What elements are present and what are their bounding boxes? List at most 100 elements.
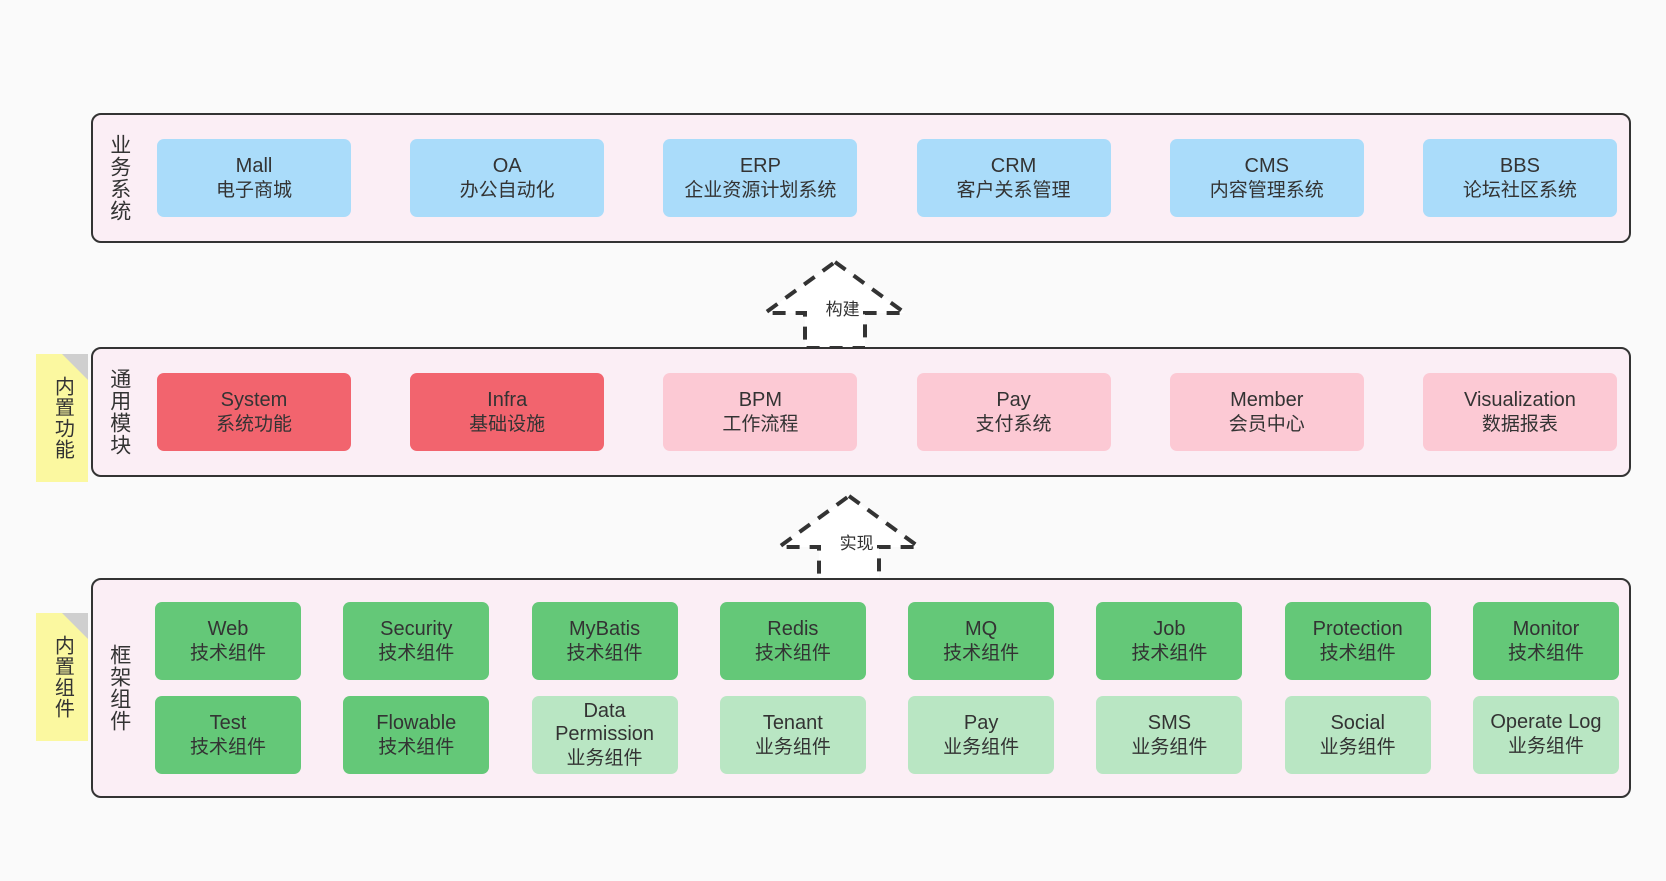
box-subtitle: 系统功能 — [215, 413, 292, 435]
box-subtitle: 技术组件 — [566, 642, 643, 664]
box-subtitle: 业务组件 — [1131, 736, 1208, 758]
box-title: Mall — [235, 154, 273, 177]
box-title: Visualization — [1463, 388, 1576, 411]
box-title: MQ — [965, 617, 998, 640]
box-title: BBS — [1499, 154, 1540, 177]
arrow-implement-label: 实现 — [839, 534, 874, 553]
box-subtitle: 技术组件 — [1131, 642, 1208, 664]
box-subtitle: 技术组件 — [943, 642, 1020, 664]
box-title: Infra — [487, 388, 528, 411]
box-subtitle: 电子商城 — [215, 179, 292, 201]
box-title: Monitor — [1512, 617, 1580, 640]
box-subtitle: 企业资源计划系统 — [684, 179, 837, 201]
arrow-build: 构建 — [758, 258, 912, 350]
box-title: Tenant — [762, 711, 823, 734]
box-subtitle: 论坛社区系统 — [1462, 179, 1577, 201]
box-title: Data Permission — [555, 699, 655, 746]
box-subtitle: 业务组件 — [1319, 736, 1396, 758]
box-subtitle: 内容管理系统 — [1209, 179, 1324, 201]
note-builtin-components: 内置组件 — [36, 613, 88, 741]
box-title: OA — [492, 154, 522, 177]
box-title: Protection — [1312, 617, 1403, 640]
box-subtitle: 技术组件 — [189, 642, 266, 664]
box-subtitle: 技术组件 — [1319, 642, 1396, 664]
box-title: CRM — [990, 154, 1037, 177]
note-fold-corner-icon — [62, 354, 88, 380]
box-title: CMS — [1244, 154, 1289, 177]
box-subtitle: 业务组件 — [754, 736, 831, 758]
box-title: System — [220, 388, 288, 411]
box-title: BPM — [738, 388, 783, 411]
box-title: Job — [1153, 617, 1186, 640]
box-title: MyBatis — [569, 617, 641, 640]
box-subtitle: 技术组件 — [754, 642, 831, 664]
business-systems-layer-title: 业务系统 — [107, 134, 131, 222]
box-subtitle: 基础设施 — [469, 413, 546, 435]
arrow-implement: 实现 — [772, 492, 926, 584]
box-title: Pay — [963, 711, 999, 734]
box-title: Operate Log — [1490, 711, 1602, 734]
box-subtitle: 业务组件 — [943, 736, 1020, 758]
note-builtin-functions: 内置功能 — [36, 354, 88, 482]
box-subtitle: 客户关系管理 — [956, 179, 1071, 201]
box-subtitle: 工作流程 — [722, 413, 799, 435]
box-title: Redis — [767, 617, 819, 640]
box-subtitle: 技术组件 — [378, 736, 455, 758]
box-title: ERP — [739, 154, 781, 177]
box-title: Member — [1230, 388, 1304, 411]
box-subtitle: 业务组件 — [1507, 735, 1584, 757]
box-subtitle: 数据报表 — [1481, 413, 1558, 435]
box-title: Social — [1330, 711, 1385, 734]
note-builtin-components-label: 内置组件 — [51, 635, 74, 719]
framework-components-layer-title: 框架组件 — [107, 644, 131, 732]
note-builtin-functions-label: 内置功能 — [51, 376, 74, 460]
box-subtitle: 技术组件 — [1507, 642, 1584, 664]
box-title: Pay — [996, 388, 1031, 411]
note-fold-corner-icon — [62, 613, 88, 639]
box-subtitle: 办公自动化 — [459, 179, 555, 201]
box-title: SMS — [1147, 711, 1192, 734]
box-title: Flowable — [376, 711, 457, 734]
box-title: Test — [209, 711, 247, 734]
box-subtitle: 技术组件 — [189, 736, 266, 758]
box-subtitle: 技术组件 — [378, 642, 455, 664]
general-modules-layer-title: 通用模块 — [107, 368, 131, 456]
box-subtitle: 会员中心 — [1228, 413, 1305, 435]
